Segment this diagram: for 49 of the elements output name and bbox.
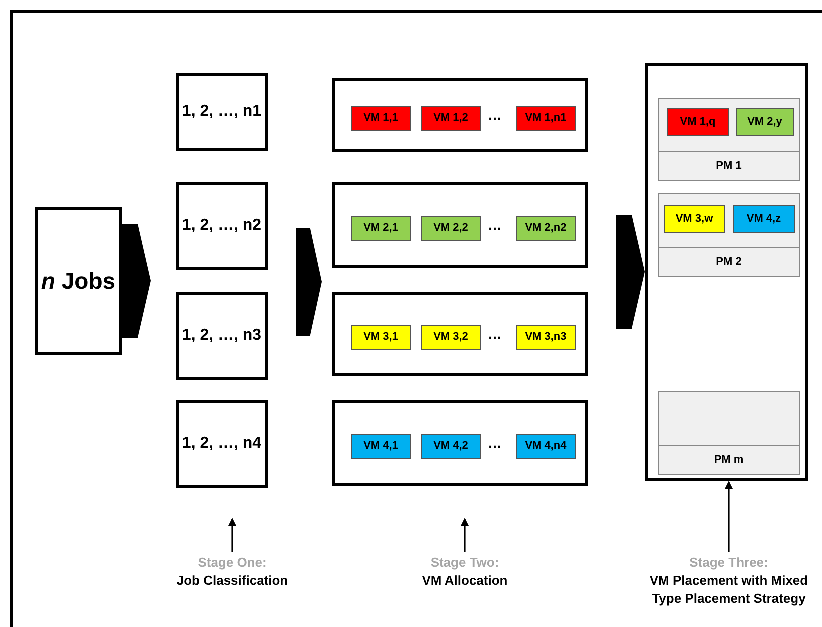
- ellipsis-text: …: [487, 106, 503, 125]
- stage-title: VM Allocation: [422, 572, 508, 590]
- chevron-arrow: [122, 224, 151, 338]
- pm-column-box: [645, 63, 808, 481]
- vm-box: VM 1,n1: [516, 106, 576, 130]
- stage-heading: Stage Two:: [430, 554, 500, 572]
- arrow: [228, 518, 236, 552]
- arrow: [461, 518, 469, 552]
- vm-box: VM 3,n3: [516, 324, 576, 350]
- vm-box: VM 3,1: [351, 324, 411, 350]
- vm-group-box: [332, 78, 588, 152]
- job-class-box: 1, 2, …, n4: [176, 400, 268, 488]
- chevron-arrow: [616, 215, 645, 329]
- job-class-box: 1, 2, …, n3: [176, 292, 268, 380]
- pm-box: [658, 391, 800, 475]
- vm-group-box: [332, 400, 588, 486]
- stage-heading: Stage Three:: [690, 554, 768, 572]
- stage-title: VM Placement with Mixed Type Placement Strategy: [648, 572, 810, 608]
- jobs-box: [35, 207, 122, 355]
- pm-box: [658, 98, 800, 181]
- pm-box: [658, 193, 800, 277]
- vm-box: VM 2,2: [421, 216, 481, 240]
- vm-box: VM 3,2: [421, 324, 481, 350]
- vm-group-box: [332, 182, 588, 268]
- job-class-box: 1, 2, …, n1: [176, 73, 268, 151]
- job-class-box: 1, 2, …, n2: [176, 182, 268, 270]
- vm-box: VM 4,1: [351, 434, 411, 458]
- vm-box: VM 1,2: [421, 106, 481, 130]
- vm-box: VM 1,q: [667, 108, 729, 136]
- jobs-label: n Jobs: [41, 268, 116, 294]
- chevron-arrow: [296, 228, 322, 336]
- stage-title: Job Classification: [176, 572, 288, 590]
- stage-heading: Stage One:: [198, 554, 267, 572]
- ellipsis-text: …: [487, 216, 503, 235]
- vm-box: VM 4,z: [733, 205, 795, 233]
- vm-group-box: [332, 292, 588, 376]
- pm-label: PM 2: [659, 247, 799, 276]
- vm-box: VM 4,2: [421, 434, 481, 458]
- ellipsis-text: …: [487, 325, 503, 344]
- arrow: [725, 481, 733, 552]
- vm-box: VM 2,1: [351, 216, 411, 240]
- ellipsis-text: …: [487, 434, 503, 453]
- pm-label: PM m: [659, 445, 799, 474]
- vm-box: VM 3,w: [664, 205, 725, 233]
- vm-box: VM 2,y: [736, 108, 794, 136]
- vm-box: VM 2,n2: [516, 216, 576, 240]
- vm-box: VM 4,n4: [516, 434, 576, 458]
- pm-label: PM 1: [659, 151, 799, 180]
- vm-box: VM 1,1: [351, 106, 411, 130]
